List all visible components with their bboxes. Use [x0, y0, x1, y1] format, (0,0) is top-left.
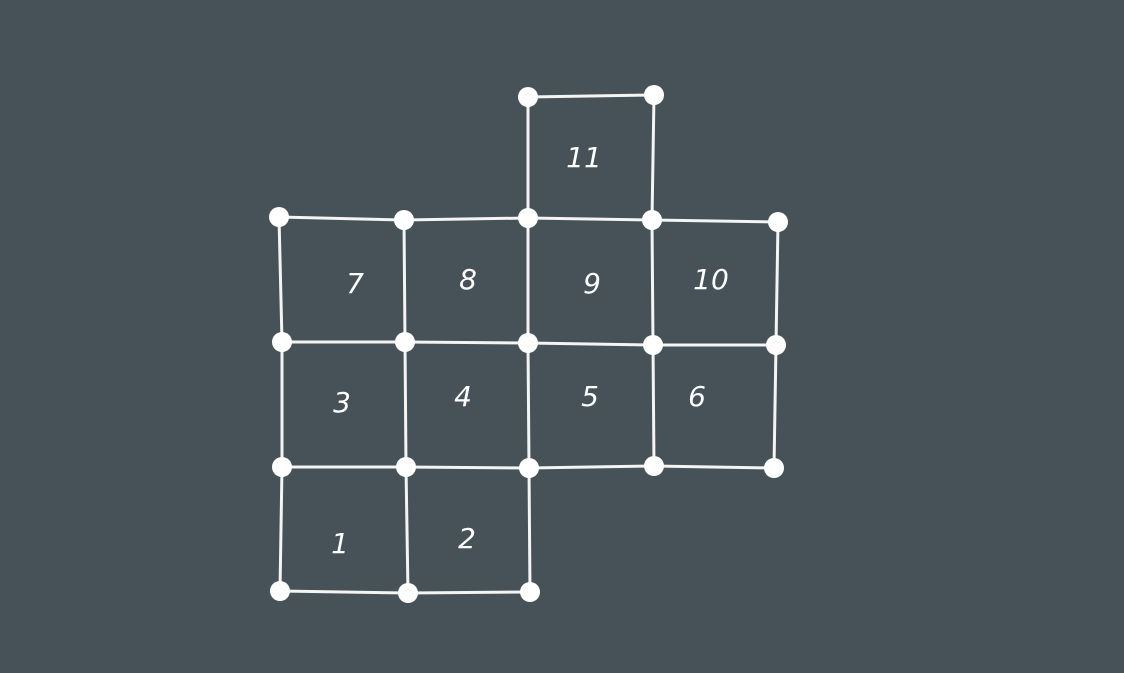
grid-edge-f-g: [650, 218, 780, 224]
cell-labels: 1 2 3 4 5 6 7 8 9 10 11: [331, 141, 729, 560]
grid-node-s: [398, 583, 418, 603]
grid-edge-c-h: [277, 215, 284, 344]
grid-edge-e-f: [526, 216, 654, 222]
grid-edge-m-r: [278, 465, 284, 593]
grid-node-m: [272, 457, 292, 477]
grid-edge-d-e: [402, 216, 530, 222]
grid-edge-j-k: [526, 341, 655, 347]
cell-label-10: 10: [693, 263, 729, 296]
grid-node-d: [394, 210, 414, 230]
grid-edge-k-p: [651, 343, 656, 468]
cell-label-2: 2: [458, 522, 476, 555]
grid-edge-c-d: [277, 215, 406, 222]
grid-edge-j-o: [526, 341, 531, 470]
grid-lines: [277, 93, 780, 595]
grid-node-p: [644, 456, 664, 476]
grid-node-k: [643, 335, 663, 355]
grid-edge-o-t: [527, 466, 532, 594]
grid-edge-a-b: [526, 93, 656, 99]
grid-node-e: [518, 208, 538, 228]
cell-label-9: 9: [583, 267, 601, 300]
grid-node-g: [768, 212, 788, 232]
grid-node-i: [395, 332, 415, 352]
grid-edge-n-s: [404, 465, 410, 595]
grid-edge-d-i: [402, 218, 407, 344]
grid-node-h: [272, 332, 292, 352]
grid-edge-n-o: [404, 465, 531, 470]
grid-node-t: [520, 582, 540, 602]
grid-node-b: [644, 85, 664, 105]
grid-edge-i-j: [403, 340, 530, 345]
grid-edge-o-p: [527, 464, 656, 470]
grid-edge-g-l: [774, 220, 780, 347]
grid-node-j: [518, 333, 538, 353]
grid-node-l: [766, 335, 786, 355]
grid-edge-i-n: [403, 340, 408, 469]
cell-label-1: 1: [331, 527, 349, 560]
cell-label-6: 6: [688, 380, 706, 413]
grid-node-r: [270, 581, 290, 601]
grid-node-o: [519, 458, 539, 478]
grid-edge-l-q: [772, 343, 778, 470]
grid-edge-f-k: [650, 218, 655, 347]
grid-edge-b-f: [650, 93, 656, 222]
cell-label-7: 7: [346, 267, 364, 300]
cell-label-5: 5: [581, 380, 599, 413]
grid-node-a: [518, 87, 538, 107]
grid-edge-r-s: [278, 589, 410, 595]
cell-label-8: 8: [459, 263, 477, 296]
grid-node-c: [269, 207, 289, 227]
grid-nodes: [269, 85, 788, 603]
grid-node-f: [642, 210, 662, 230]
cell-label-3: 3: [333, 386, 351, 419]
grid-node-n: [396, 457, 416, 477]
cell-label-11: 11: [566, 141, 602, 174]
grid-edge-s-t: [406, 590, 532, 595]
grid-edge-p-q: [652, 464, 776, 470]
cell-label-4: 4: [454, 380, 472, 413]
grid-node-q: [764, 458, 784, 478]
